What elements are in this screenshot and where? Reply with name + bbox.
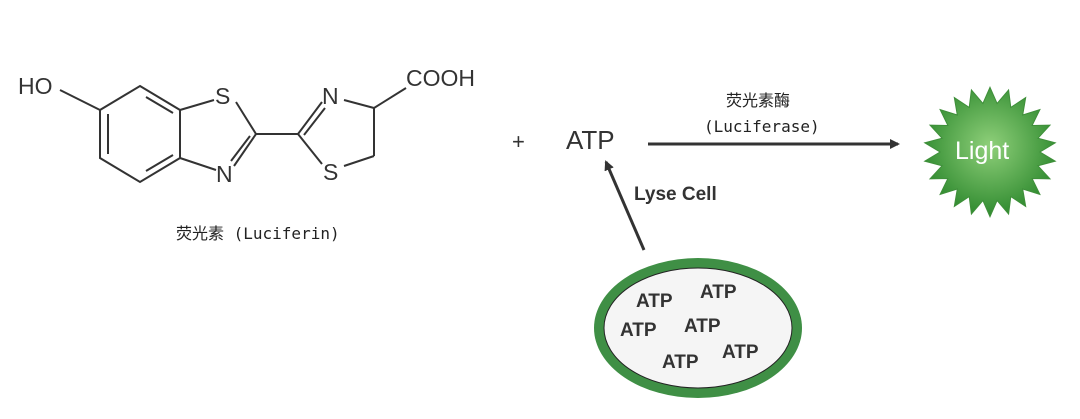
- cell-atp-3: ATP: [620, 320, 657, 341]
- enzyme-name-cn: 荧光素酶: [726, 91, 790, 110]
- cell-atp-4: ATP: [684, 316, 721, 337]
- sulfur-atom-2: S: [323, 159, 338, 185]
- nitrogen-atom-2: N: [322, 83, 339, 109]
- luciferin-structure: [59, 84, 407, 184]
- lyse-arrow: [604, 160, 646, 251]
- cell-atp-2: ATP: [700, 282, 737, 303]
- cell-interior: [603, 267, 793, 389]
- enzyme-name-en: (Luciferase): [704, 117, 820, 136]
- lyse-cell-label: Lyse Cell: [634, 184, 717, 205]
- ho-label: HO: [18, 73, 53, 99]
- cell: ATP ATP ATP ATP ATP ATP: [594, 258, 802, 398]
- cell-atp-6: ATP: [722, 342, 759, 363]
- light-product-label: Light: [955, 137, 1009, 165]
- light-burst-icon: [923, 86, 1057, 218]
- sulfur-atom-1: S: [215, 83, 230, 109]
- cooh-label: COOH: [406, 65, 475, 91]
- benzene-ring: [99, 84, 181, 184]
- cell-atp-5: ATP: [662, 352, 699, 373]
- luciferin-caption: 荧光素 (Luciferin): [176, 224, 340, 243]
- cell-atp-1: ATP: [636, 291, 673, 312]
- plus-sign: +: [512, 129, 525, 154]
- nitrogen-atom-1: N: [216, 161, 233, 187]
- atp-reactant: ATP: [566, 125, 615, 155]
